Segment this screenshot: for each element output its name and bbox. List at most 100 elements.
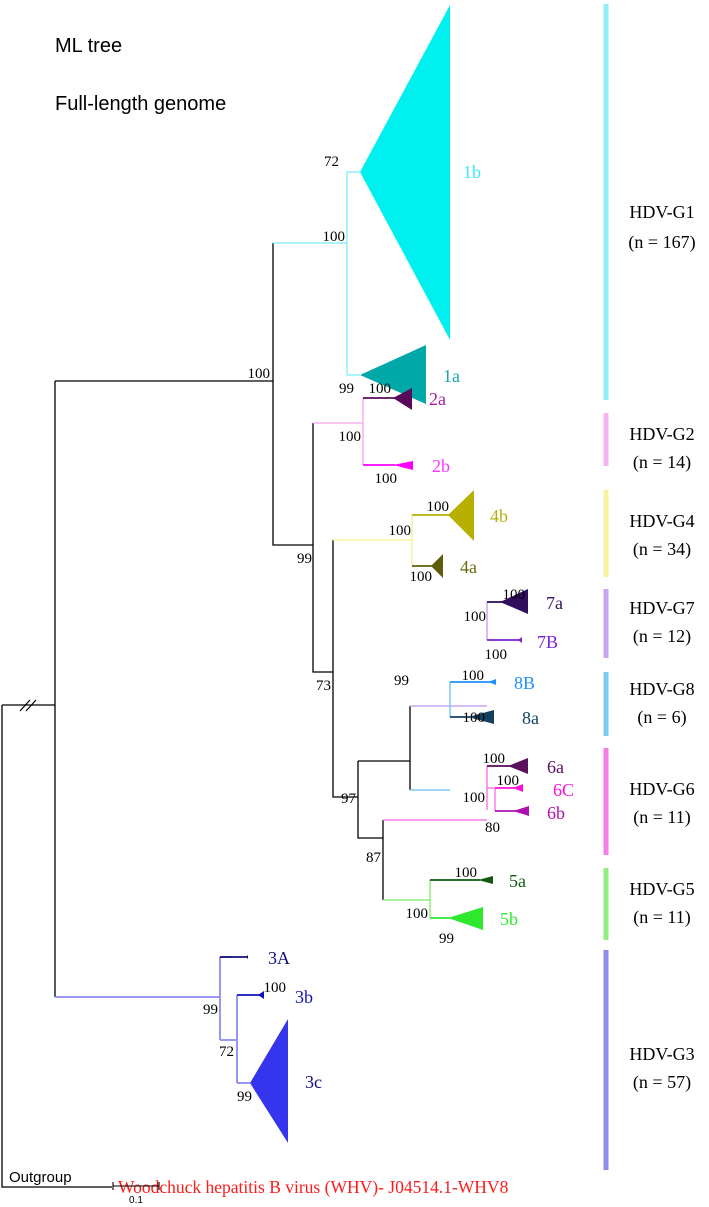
bootstrap-value: 100 xyxy=(389,523,412,539)
clade-8a-triangle xyxy=(468,710,494,724)
clade-label-3a: 3A xyxy=(268,948,290,968)
clade-g4-branches xyxy=(333,515,413,566)
bootstrap-value: 100 xyxy=(248,366,271,382)
clade-label-2b: 2b xyxy=(432,456,450,476)
clade-label-5b: 5b xyxy=(500,909,518,929)
genotype-name-g1: HDV-G1 xyxy=(629,202,694,222)
scale-bar-line xyxy=(112,1182,160,1190)
clade-label-3b: 3b xyxy=(295,987,313,1007)
genotype-count-g5: (n = 11) xyxy=(633,907,690,928)
clade-3b-triangle xyxy=(258,991,264,999)
clade-6a-triangle xyxy=(508,758,528,774)
bootstrap-value: 99 xyxy=(297,551,312,567)
clade-label-1b: 1b xyxy=(463,162,481,182)
clade-8b-triangle xyxy=(488,679,496,685)
clade-g8-branches xyxy=(410,682,451,791)
clade-4a-triangle xyxy=(431,554,443,578)
clade-label-7a: 7a xyxy=(546,593,563,613)
bootstrap-value: 97 xyxy=(341,791,357,807)
bootstrap-values: 72 100 99 100 100 100 100 99 100 100 100… xyxy=(203,154,525,1105)
clade-4b-triangle xyxy=(448,490,474,541)
bootstrap-value: 99 xyxy=(203,1002,218,1018)
clade-7a-triangle xyxy=(500,589,528,614)
bootstrap-value: 100 xyxy=(406,906,429,922)
branch-node-333 xyxy=(332,540,358,798)
clade-g5-branches xyxy=(383,880,431,918)
genotype-count-g7: (n = 12) xyxy=(633,626,691,647)
genotype-name-g4: HDV-G4 xyxy=(629,511,694,531)
branch-node-410 xyxy=(358,706,411,790)
bootstrap-value: 100 xyxy=(485,647,508,663)
bootstrap-value: 99 xyxy=(439,931,454,947)
genotype-count-g3: (n = 57) xyxy=(633,1072,691,1093)
bootstrap-value: 87 xyxy=(366,850,382,866)
clade-g1-branches xyxy=(273,171,360,376)
genotype-count-g8: (n = 6) xyxy=(637,707,686,728)
bootstrap-value: 80 xyxy=(485,820,500,836)
clade-label-6c: 6C xyxy=(553,780,574,800)
bootstrap-value: 100 xyxy=(369,381,392,397)
clade-label-8a: 8a xyxy=(522,708,539,728)
clade-7b-triangle xyxy=(518,637,522,643)
backbone-branches xyxy=(1,243,411,1188)
bootstrap-value: 100 xyxy=(463,790,486,806)
clade-label-1a: 1a xyxy=(443,366,460,386)
clade-labels: 1b 1a 2a 2b 4b 4a 7a 7B 8B 8a 6a 6C 6b 5… xyxy=(268,162,574,1092)
clade-g7-branches xyxy=(410,602,488,707)
clade-6c-triangle xyxy=(513,784,523,792)
bootstrap-value: 99 xyxy=(394,673,409,689)
genotype-count-g1: (n = 167) xyxy=(628,232,695,253)
bootstrap-value: 100 xyxy=(455,865,478,881)
clade-label-4b: 4b xyxy=(490,506,508,526)
bootstrap-value: 100 xyxy=(462,668,485,684)
bootstrap-value: 99 xyxy=(339,381,354,397)
clade-label-3c: 3c xyxy=(305,1072,322,1092)
genotype-name-g8: HDV-G8 xyxy=(629,679,694,699)
genotype-name-g3: HDV-G3 xyxy=(629,1044,694,1064)
axis-break-marks xyxy=(19,699,37,712)
clade-3a-triangle xyxy=(246,955,248,959)
genotype-name-g2: HDV-G2 xyxy=(629,424,694,444)
tree-subtitle: Full-length genome xyxy=(55,93,226,115)
genotype-count-g4: (n = 34) xyxy=(633,539,691,560)
bootstrap-value: 72 xyxy=(219,1044,234,1060)
branch-root-outgroup xyxy=(1,705,112,1188)
branch-node-313 xyxy=(312,423,333,673)
bootstrap-value: 100 xyxy=(464,609,487,625)
bootstrap-value: 100 xyxy=(323,229,346,245)
bootstrap-value: 100 xyxy=(427,499,450,515)
clade-3c-triangle xyxy=(250,1019,288,1143)
bootstrap-value: 100 xyxy=(463,710,486,726)
outgroup-taxon: Woodchuck hepatitis B virus (WHV)- J0451… xyxy=(118,1177,509,1197)
bootstrap-value: 100 xyxy=(483,751,506,767)
clade-5a-triangle xyxy=(478,876,493,884)
genotype-name-g5: HDV-G5 xyxy=(629,879,694,899)
clade-label-6b: 6b xyxy=(547,803,565,823)
bootstrap-value: 100 xyxy=(264,980,287,996)
bootstrap-value: 99 xyxy=(237,1089,252,1105)
bootstrap-value: 100 xyxy=(497,773,520,789)
clade-g2-branches xyxy=(313,398,364,465)
clade-label-8b: 8B xyxy=(514,673,535,693)
genotype-name-g6: HDV-G6 xyxy=(629,779,694,799)
bootstrap-value: 100 xyxy=(410,569,433,585)
scale-bar-label: 0.1 xyxy=(129,1195,143,1206)
branch-node-273 xyxy=(272,243,313,546)
clade-label-4a: 4a xyxy=(460,557,477,577)
bootstrap-value: 100 xyxy=(503,587,526,603)
clade-2b-triangle xyxy=(393,461,413,470)
genotype-count-g6: (n = 11) xyxy=(633,807,690,828)
clade-label-6a: 6a xyxy=(547,757,564,777)
clade-6b-triangle xyxy=(513,806,529,816)
bootstrap-value: 100 xyxy=(375,471,398,487)
bootstrap-value: 73 xyxy=(316,678,331,694)
clade-5b-triangle xyxy=(448,907,483,930)
clade-label-2a: 2a xyxy=(429,389,446,409)
clade-label-5a: 5a xyxy=(509,871,526,891)
clade-1b-triangle xyxy=(360,5,450,340)
clade-1a-triangle xyxy=(360,345,426,404)
genotype-name-g7: HDV-G7 xyxy=(629,598,694,618)
outgroup-label: Outgroup xyxy=(9,1169,72,1186)
clade-label-7b: 7B xyxy=(537,632,558,652)
